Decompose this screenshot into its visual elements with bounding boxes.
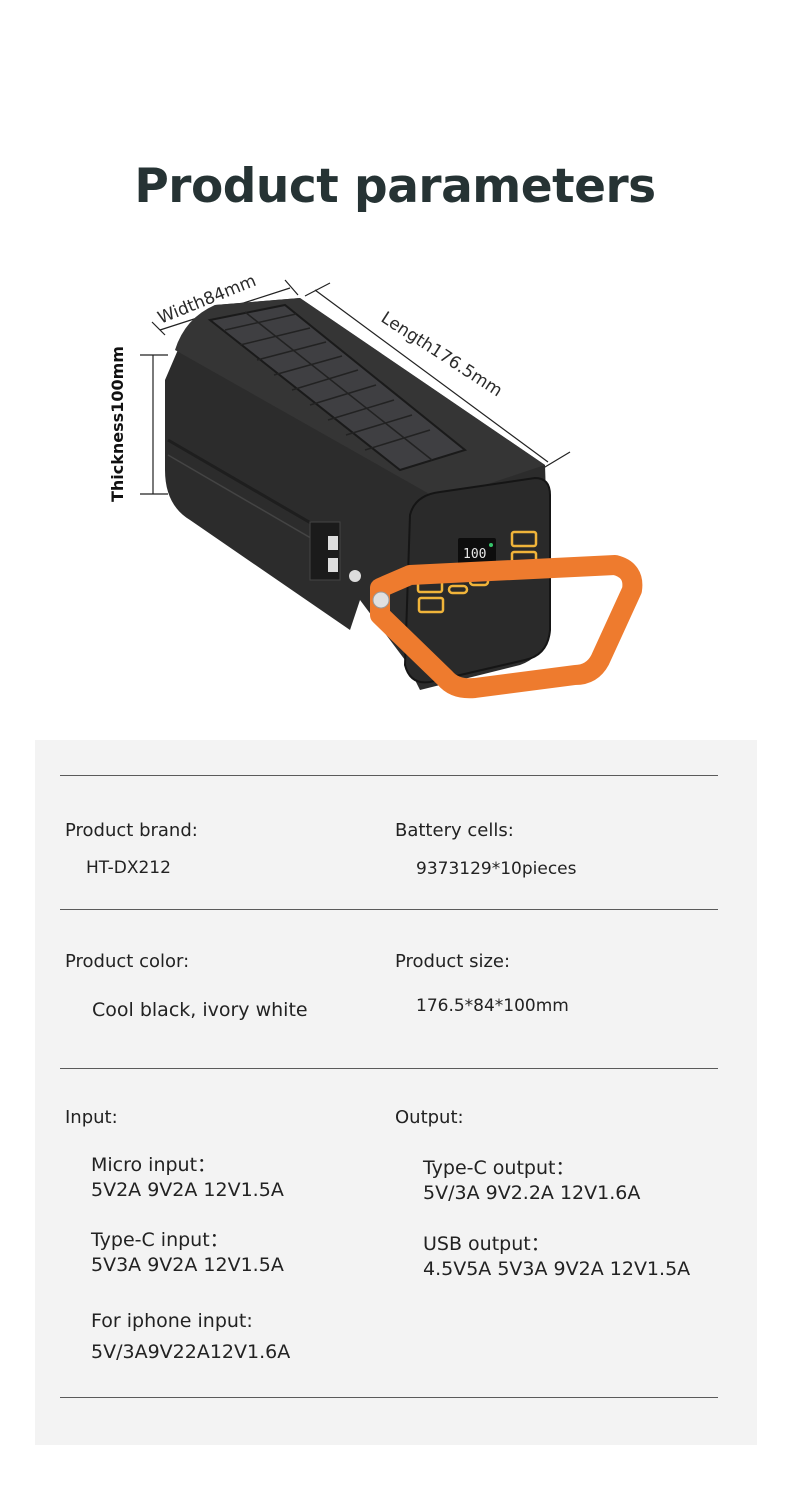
input-item: Type-C input： 5V3A 9V2A 12V1.5A (91, 1228, 284, 1278)
brand-value: HT-DX212 (86, 858, 171, 878)
divider (60, 775, 718, 776)
power-bank-illustration: 100 Width84mm Length176.5mm Thickness100… (100, 260, 660, 710)
input-item-value: 5V3A 9V2A 12V1.5A (91, 1254, 284, 1276)
output-item-name: USB output： (423, 1233, 550, 1255)
specs-panel: Product brand: HT-DX212 Battery cells: 9… (35, 740, 757, 1445)
color-label: Product color: (65, 951, 190, 972)
input-item-name: Type-C input： (91, 1229, 229, 1251)
input-item-value: 5V2A 9V2A 12V1.5A (91, 1179, 284, 1201)
output-item-value: 5V/3A 9V2.2A 12V1.6A (423, 1182, 641, 1204)
input-item: For iphone input: 5V/3A9V22A12V1.6A (91, 1306, 290, 1368)
divider (60, 909, 718, 910)
thickness-dimension-label: Thickness100mm (108, 346, 127, 502)
input-item-name: For iphone input: (91, 1310, 253, 1332)
battery-cells-value: 9373129*10pieces (416, 859, 577, 879)
divider (60, 1068, 718, 1069)
output-label: Output: (395, 1107, 464, 1128)
brand-label: Product brand: (65, 820, 198, 841)
output-item-value: 4.5V5A 5V3A 9V2A 12V1.5A (423, 1258, 691, 1280)
size-label: Product size: (395, 951, 511, 972)
color-value: Cool black, ivory white (92, 999, 308, 1021)
output-item-name: Type-C output： (423, 1157, 575, 1179)
battery-display-text: 100 (463, 547, 486, 562)
divider (60, 1397, 718, 1398)
input-item: Micro input： 5V2A 9V2A 12V1.5A (91, 1153, 284, 1203)
input-item-name: Micro input： (91, 1154, 217, 1176)
output-item: Type-C output： 5V/3A 9V2.2A 12V1.6A (423, 1156, 640, 1206)
input-item-value: 5V/3A9V22A12V1.6A (91, 1341, 291, 1363)
output-item: USB output： 4.5V5A 5V3A 9V2A 12V1.5A (423, 1232, 690, 1282)
power-bank-image: 100 (140, 279, 643, 699)
battery-cells-label: Battery cells: (395, 820, 514, 841)
input-label: Input: (65, 1107, 118, 1128)
size-value: 176.5*84*100mm (416, 996, 569, 1016)
page-title: Product parameters (134, 159, 656, 215)
